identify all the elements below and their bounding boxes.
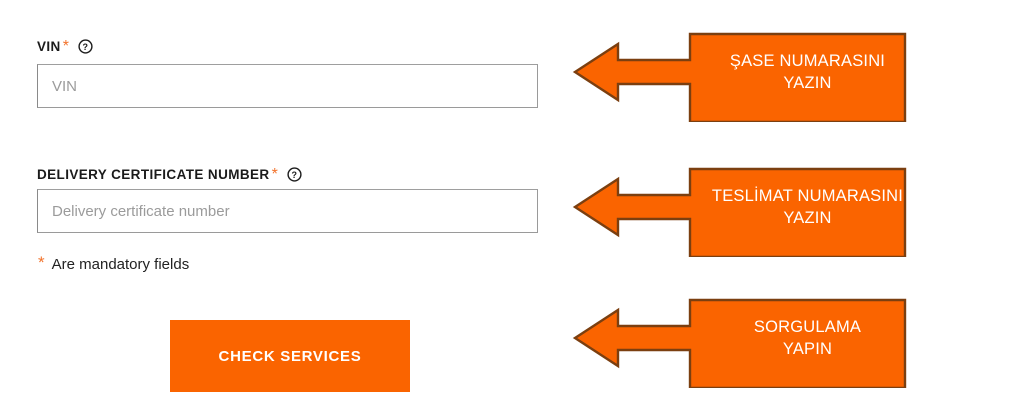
svg-text:?: ? — [83, 42, 89, 52]
vehicle-service-form: VIN * ? DELIVERY CERTIFICATE NUMBER * ? … — [37, 38, 538, 392]
vin-label-text: VIN — [37, 38, 61, 54]
question-mark-circle-icon[interactable]: ? — [78, 38, 93, 54]
mandatory-fields-note: * Are mandatory fields — [38, 253, 190, 273]
delivery-certificate-number-required-asterisk: * — [271, 166, 279, 183]
check-services-button-label: CHECK SERVICES — [218, 347, 362, 365]
left-arrow-callout-icon — [572, 167, 907, 257]
delivery-certificate-number-label-text: DELIVERY CERTIFICATE NUMBER — [37, 166, 270, 182]
check-services-button[interactable]: CHECK SERVICES — [170, 320, 410, 392]
vin-input[interactable] — [37, 64, 538, 108]
left-arrow-callout-icon — [572, 298, 907, 388]
mandatory-note-asterisk: * — [38, 253, 45, 272]
annotation-callout-check-services: SORGULAMA YAPIN — [570, 288, 925, 388]
mandatory-note-text: Are mandatory fields — [51, 256, 190, 273]
annotation-callout-delivery-certificate: TESLİMAT NUMARASINI YAZIN — [570, 157, 925, 257]
annotation-callout-vin: ŞASE NUMARASINI YAZIN — [570, 22, 925, 122]
delivery-certificate-number-field-label: DELIVERY CERTIFICATE NUMBER * ? — [37, 166, 302, 183]
delivery-certificate-number-input[interactable] — [37, 189, 538, 233]
vin-required-asterisk: * — [62, 38, 70, 55]
question-mark-circle-icon[interactable]: ? — [287, 166, 302, 182]
vin-field-label: VIN * ? — [37, 38, 93, 55]
left-arrow-callout-icon — [572, 32, 907, 122]
svg-text:?: ? — [292, 170, 298, 180]
